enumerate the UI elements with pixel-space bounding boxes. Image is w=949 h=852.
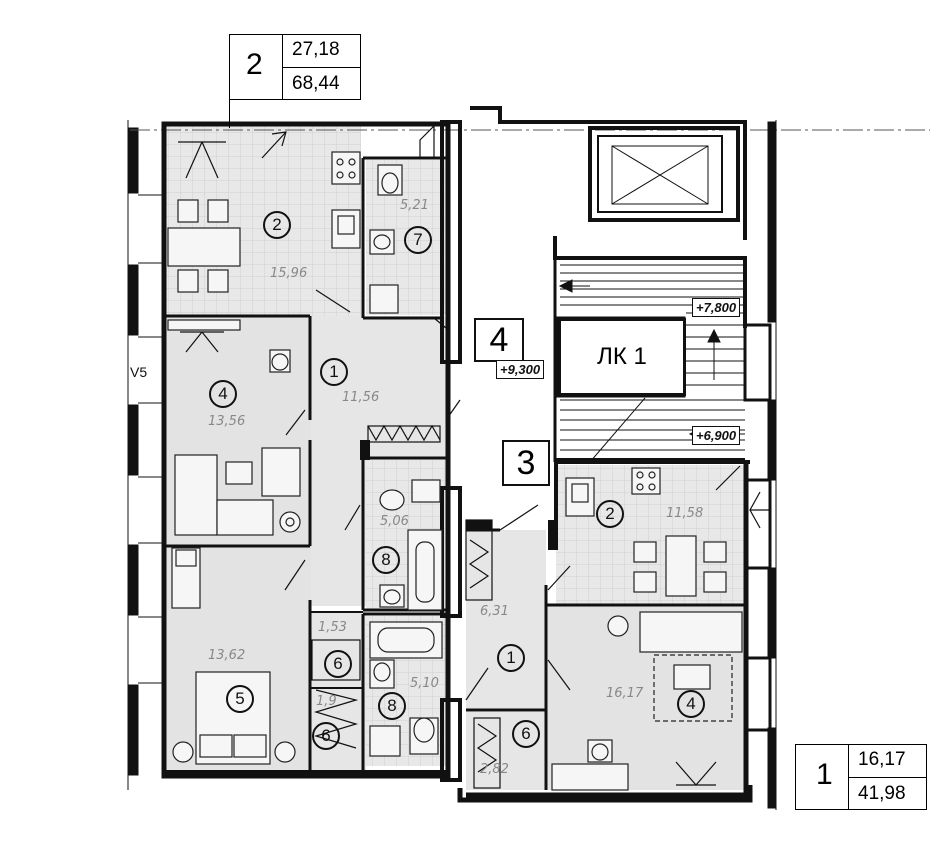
apartment-1-fills xyxy=(466,465,746,790)
room-number: 8 xyxy=(378,692,406,720)
total-area: 41,98 xyxy=(858,783,906,804)
stair-core xyxy=(470,106,747,462)
apartment-2-fills xyxy=(166,126,446,772)
room-number: 4 xyxy=(209,380,237,408)
lk-box: ЛК 1 xyxy=(558,318,686,396)
level-7800-text: +7,800 xyxy=(696,300,737,315)
room-number: 6 xyxy=(312,722,340,750)
living-area: 27,18 xyxy=(292,39,340,60)
level-9300-text: +9,300 xyxy=(500,362,541,377)
axis-label: V5 xyxy=(130,364,147,380)
room-area: 11,56 xyxy=(342,390,380,405)
room-area: 2,82 xyxy=(480,762,509,777)
room-number: 1 xyxy=(320,358,348,386)
total-area: 68,44 xyxy=(292,73,340,94)
section-4-number: 4 xyxy=(489,320,509,359)
room-number: 6 xyxy=(324,650,352,678)
room-number: 8 xyxy=(372,546,400,574)
apartment-2-label: 2 27,18 68,44 xyxy=(229,34,361,100)
right-facade xyxy=(743,120,777,810)
room-area: 1,9 xyxy=(316,694,337,709)
apartment-number: 2 xyxy=(246,48,263,81)
room-area: 6,31 xyxy=(480,604,509,619)
room-area: 15,96 xyxy=(270,266,308,281)
lk-label: ЛК 1 xyxy=(597,343,647,370)
leader-line xyxy=(229,98,230,128)
section-3-number: 3 xyxy=(516,443,536,482)
apartment-1-label: 1 16,17 41,98 xyxy=(795,744,927,810)
level-6900: +6,900 xyxy=(692,426,741,445)
label-divider xyxy=(848,777,926,778)
room-number: 6 xyxy=(512,720,540,748)
room-area: 5,06 xyxy=(380,514,409,529)
room-number: 1 xyxy=(497,644,525,672)
room-number: 2 xyxy=(596,500,624,528)
room-area: 16,17 xyxy=(606,686,644,701)
room-area: 5,21 xyxy=(400,198,429,213)
room-number: 2 xyxy=(263,211,291,239)
section-3-box: 3 xyxy=(502,440,550,486)
furniture-left xyxy=(167,151,443,765)
level-7800: +7,800 xyxy=(692,298,741,317)
left-facade xyxy=(127,120,166,790)
room-area: 11,58 xyxy=(666,506,704,521)
level-6900-text: +6,900 xyxy=(696,428,737,443)
room-area: 5,10 xyxy=(410,676,439,691)
room-number: 5 xyxy=(226,685,254,713)
level-9300: +9,300 xyxy=(496,360,545,379)
room-number: 4 xyxy=(677,690,705,718)
room-area: 13,56 xyxy=(208,414,246,429)
room-number: 7 xyxy=(404,226,432,254)
room-area: 1,53 xyxy=(318,620,347,635)
apartment-number: 1 xyxy=(816,758,833,791)
wall-blocks xyxy=(164,440,558,778)
room-area: 13,62 xyxy=(208,648,246,663)
axis-label-text: V5 xyxy=(130,364,148,380)
label-divider xyxy=(282,67,360,68)
section-4-box: 4 xyxy=(474,318,524,362)
living-area: 16,17 xyxy=(858,749,906,770)
furniture-right xyxy=(551,467,743,791)
